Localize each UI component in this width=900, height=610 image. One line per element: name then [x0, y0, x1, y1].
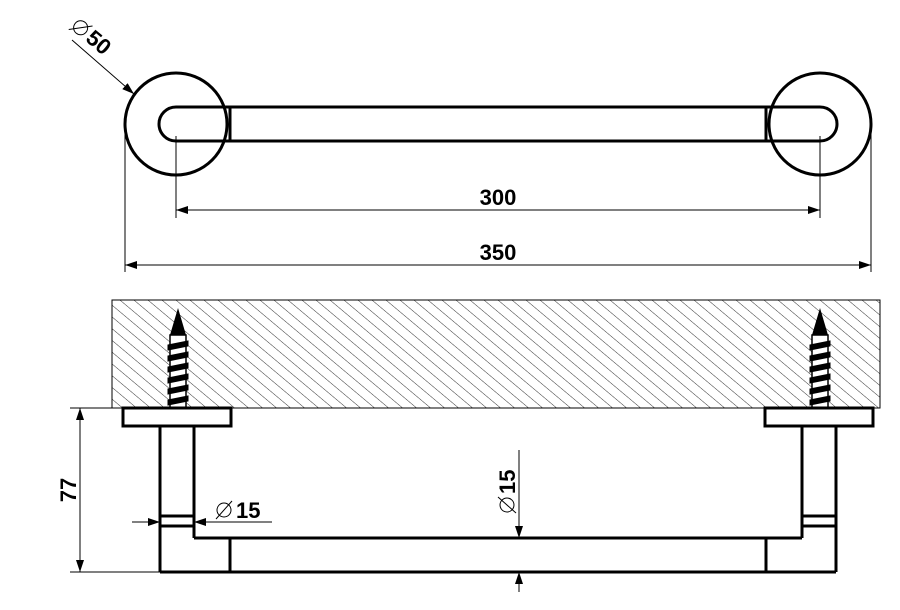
rosette-diameter-text: 50: [81, 25, 116, 60]
dim-text-350: 350: [480, 240, 517, 265]
left-screw: [167, 308, 189, 409]
side-view: 77 15 15: [56, 299, 881, 592]
wall-hatched: [111, 299, 881, 409]
right-rosette-side: [763, 406, 875, 428]
right-screw: [809, 308, 831, 409]
dim-text-300: 300: [480, 185, 517, 210]
rosette-diameter-leader: [71, 39, 135, 95]
dim-text-77: 77: [56, 478, 81, 502]
rosette-diameter-label: 50: [68, 20, 116, 60]
left-post: [158, 426, 196, 572]
top-bar-outline: [157, 105, 839, 143]
bar-diameter-text: 15: [495, 470, 520, 494]
post-diameter-text: 15: [236, 498, 260, 523]
side-bar: [160, 536, 836, 574]
left-rosette-side: [121, 406, 233, 428]
top-view: 50 300 350: [68, 20, 873, 272]
diameter-symbol-icon: [499, 497, 515, 513]
right-post: [800, 426, 838, 572]
diameter-symbol-icon: [216, 502, 232, 518]
bar-diameter-label: 15: [495, 470, 520, 514]
diameter-symbol-icon: [73, 20, 89, 36]
